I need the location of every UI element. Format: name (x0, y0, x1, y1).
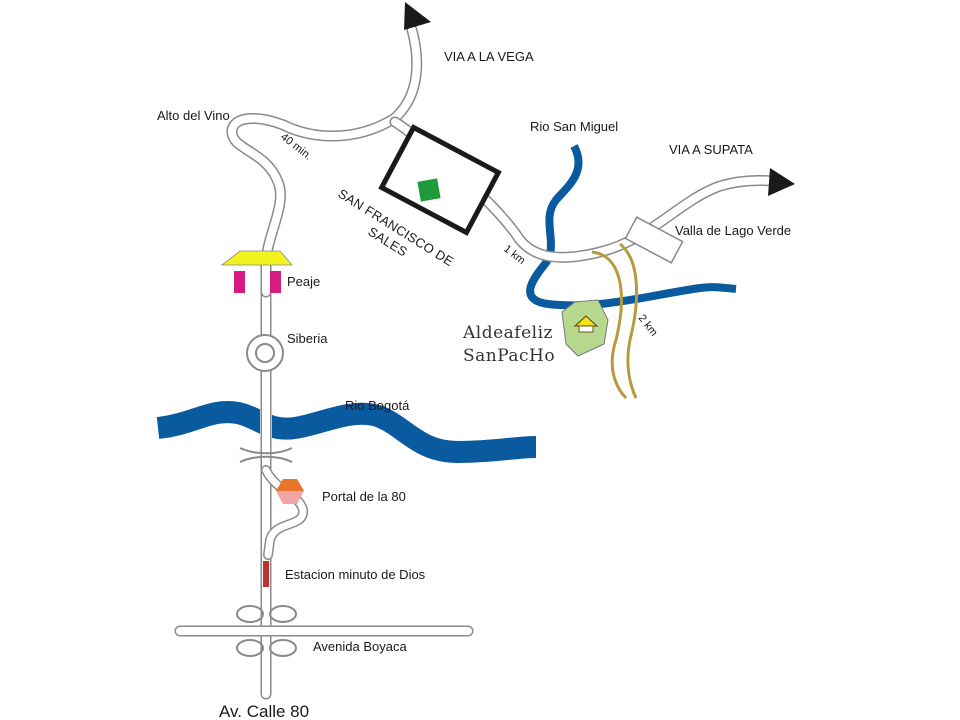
san-francisco-de-sales-area (378, 124, 502, 236)
label-aldeafeliz: Aldeafeliz (462, 323, 553, 343)
rio-san-miguel-river (526, 144, 737, 310)
label-two-km: 2 km (636, 312, 660, 338)
label-sanpacho: SanPacHo (463, 346, 555, 366)
label-via-la-vega: VIA A LA VEGA (444, 49, 534, 64)
arrow-via-supata-icon (768, 168, 795, 196)
sanpacho-access-road (591, 242, 638, 400)
portal-80-icon (276, 479, 304, 504)
valla-lago-verde-box (624, 216, 684, 264)
label-portal-80: Portal de la 80 (322, 489, 406, 504)
peaje-toll-icon (220, 250, 293, 293)
hut-icon (573, 315, 599, 333)
san-francisco-square-icon (417, 178, 441, 202)
label-via-supata: VIA A SUPATA (669, 142, 753, 157)
bridge-icon (239, 447, 293, 463)
label-siberia: Siberia (287, 331, 328, 346)
label-av-calle-80: Av. Calle 80 (219, 702, 309, 720)
label-valla-lago-verde: Valla de Lago Verde (675, 223, 791, 238)
siberia-roundabout (246, 334, 284, 372)
label-rio-san-miguel: Rio San Miguel (530, 119, 618, 134)
arrow-via-la-vega-icon (404, 2, 431, 30)
estacion-marker-icon (263, 561, 269, 587)
label-rio-bogota: Rio Bogotá (345, 398, 410, 413)
rio-bogota-river (156, 401, 537, 464)
label-estacion: Estacion minuto de Dios (285, 567, 426, 582)
cloverleaf-interchange (236, 605, 297, 657)
label-alto-del-vino: Alto del Vino (157, 108, 230, 123)
label-peaje: Peaje (287, 274, 320, 289)
label-avenida-boyaca: Avenida Boyaca (313, 639, 407, 654)
